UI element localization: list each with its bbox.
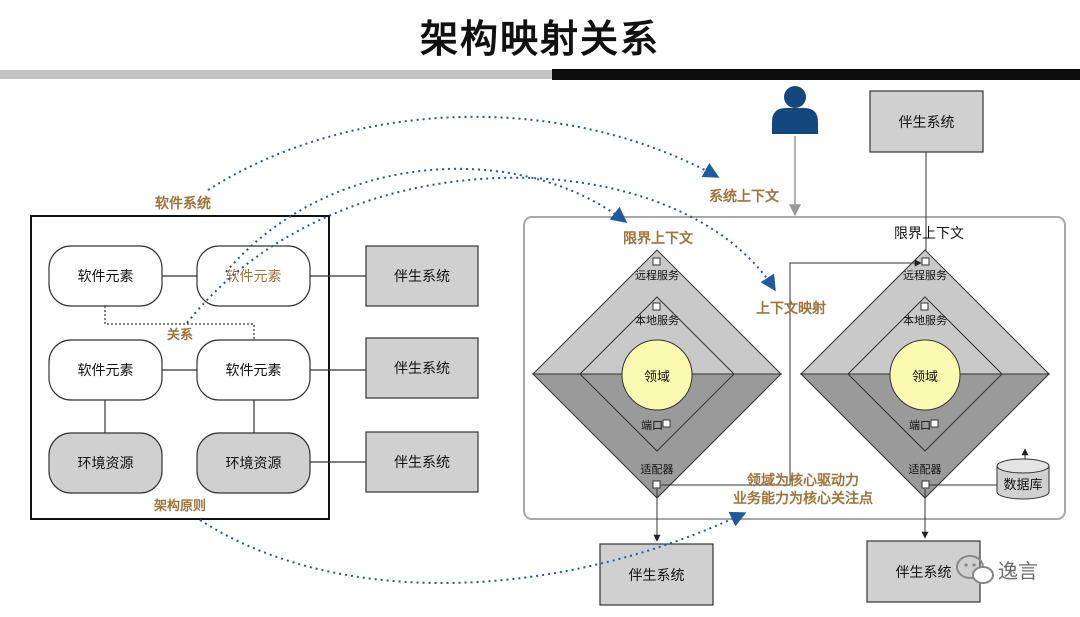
companion-system-left-1: 伴生系统 (365, 245, 479, 307)
note-line-2: 业务能力为核心关注点 (733, 490, 873, 507)
companion-system-label: 伴生系统 (394, 455, 450, 471)
database-icon: 数据库 (996, 458, 1050, 500)
companion-system-bottom-left: 伴生系统 (599, 543, 714, 606)
environment-resource-1: 环境资源 (48, 432, 163, 494)
mapping-arrow-principle (199, 511, 747, 585)
companion-system-left-2: 伴生系统 (365, 337, 479, 399)
context-mapping-line (661, 259, 922, 486)
software-element-3: 软件元素 (48, 339, 163, 401)
domain-label: 领域 (912, 370, 938, 385)
port-label: 端口 (641, 419, 663, 432)
companion-system-label: 伴生系统 (899, 115, 955, 131)
environment-resource-label: 环境资源 (226, 456, 282, 472)
local-service-label: 本地服务 (903, 313, 947, 327)
relation-label: 关系 (167, 327, 193, 343)
page-title: 架构映射关系 (419, 17, 660, 61)
companion-system-label: 伴生系统 (629, 568, 685, 584)
system-context-label: 系统上下文 (709, 188, 780, 205)
mapping-arrow-system-context (207, 115, 720, 191)
database-label: 数据库 (1003, 477, 1042, 493)
relation-dotted-line (104, 306, 255, 340)
software-element-label: 软件元素 (226, 363, 282, 379)
wechat-icon (956, 555, 994, 584)
user-person-icon (772, 86, 818, 134)
hexagon-right: 领域 远程服务 本地服务 端口 适配器 (799, 249, 1051, 499)
software-element-label: 软件元素 (78, 363, 134, 379)
remote-service-label: 远程服务 (903, 269, 947, 282)
companion-system-bottom-right: 伴生系统 (866, 540, 981, 603)
context-mapping-label: 上下文映射 (756, 300, 826, 317)
companion-system-label: 伴生系统 (394, 269, 450, 285)
companion-system-label: 伴生系统 (896, 565, 952, 581)
adapter-label: 适配器 (641, 463, 674, 476)
bounded-context-right-label: 限界上下文 (894, 226, 964, 242)
mapping-arrow-context-mapping (186, 176, 776, 324)
software-element-label: 软件元素 (78, 269, 134, 285)
environment-resource-label: 环境资源 (78, 456, 134, 472)
software-element-2: 软件元素 (196, 245, 311, 307)
architecture-principle-label: 架构原则 (153, 498, 206, 514)
adapter-label: 适配器 (909, 463, 942, 476)
software-element-4: 软件元素 (196, 339, 311, 401)
companion-system-label: 伴生系统 (394, 361, 450, 377)
domain-label: 领域 (644, 370, 670, 385)
remote-service-label: 远程服务 (635, 269, 679, 282)
watermark-text: 逸言 (998, 559, 1038, 583)
bounded-context-left-label: 限界上下文 (623, 230, 694, 247)
local-service-label: 本地服务 (635, 313, 679, 327)
software-element-label: 软件元素 (226, 269, 282, 285)
mapping-arrow-bounded-context (225, 167, 628, 273)
hexagon-left: 领域 远程服务 本地服务 端口 适配器 (531, 249, 783, 499)
title-bar-dark (552, 69, 1080, 80)
environment-resource-2: 环境资源 (196, 432, 311, 494)
software-element-1: 软件元素 (48, 245, 163, 307)
port-label: 端口 (909, 419, 931, 432)
note-line-1: 领域为核心驱动力 (747, 472, 859, 489)
companion-system-top: 伴生系统 (869, 90, 984, 153)
title-bar-light (0, 70, 552, 79)
companion-system-left-3: 伴生系统 (365, 431, 479, 493)
software-system-label: 软件系统 (155, 195, 211, 212)
